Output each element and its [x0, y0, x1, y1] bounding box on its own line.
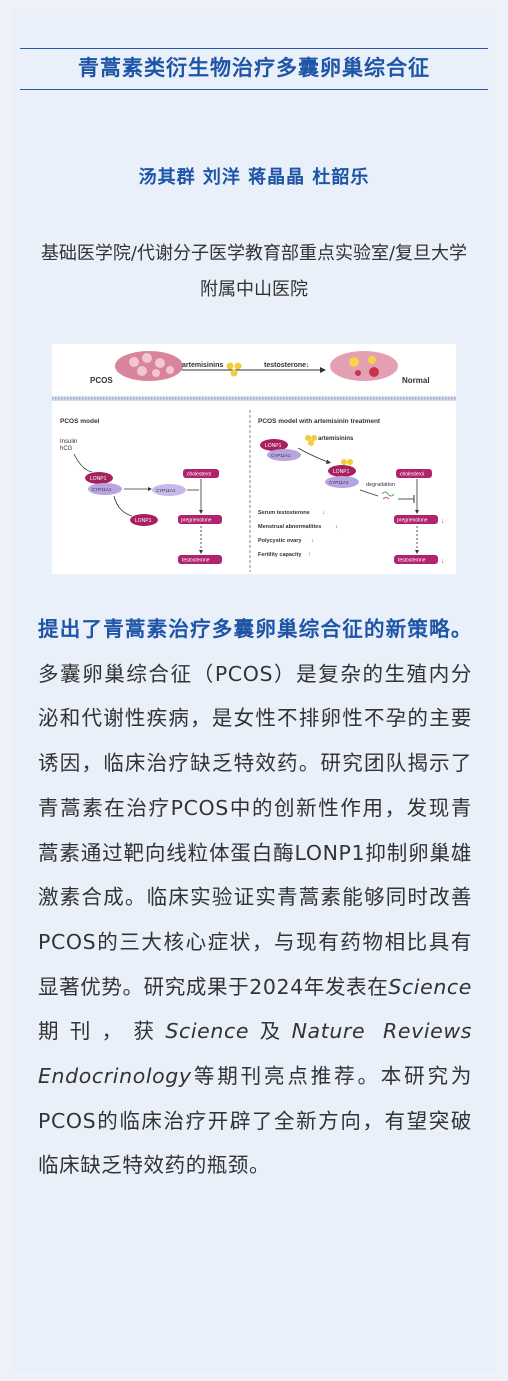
svg-text:↓: ↓ [335, 524, 338, 530]
authors: 汤其群 刘洋 蒋晶晶 杜韶乐 [138, 167, 370, 188]
body-text-3: 及 [249, 1019, 292, 1044]
left-panel-title: PCOS model [60, 418, 100, 425]
cyp11a1-label-3: CYP11A1 [271, 453, 291, 458]
figure-svg: PCOS artemisinins testosterone↓ Normal P… [52, 344, 456, 572]
artemisinin-small-icon [305, 435, 311, 441]
title-rule [20, 48, 488, 90]
journal-nrendo: Nature Reviews Endocrinology [38, 1019, 472, 1089]
down-arrow-marker: ↓ [441, 518, 445, 525]
cholesterol-label-left: cholesterol [187, 472, 211, 478]
hcg-label: hCG [60, 446, 73, 452]
body-text-2: 期刊，获 [38, 1019, 166, 1044]
testosterone-label-left: testosterone [182, 558, 210, 564]
lonp1-protein-icon-2 [130, 514, 158, 526]
lonp1-label-1: LONP1 [90, 476, 107, 482]
right-panel-title: PCOS model with artemisinin treatment [258, 418, 381, 425]
artemisinins-label-right: artemisinins [318, 436, 354, 442]
body-text-1: 多囊卵巢综合征（PCOS）是复杂的生殖内分泌和代谢性疾病，是女性不排卵性不孕的主… [38, 661, 472, 999]
lonp1-label-4: LONP1 [333, 469, 350, 475]
lonp1-protein-icon [85, 472, 113, 484]
pregnenolone-label-right: pregnenolone [397, 518, 428, 524]
svg-text:↓: ↓ [441, 558, 445, 565]
cyp11a1-protein-icon [88, 483, 122, 495]
testosterone-label-right: testosterone [398, 558, 426, 564]
pregnenolone-box-left [178, 515, 222, 524]
journal-science-2: Science [165, 1019, 250, 1044]
svg-text:↑: ↑ [308, 552, 311, 558]
svg-text:↓: ↓ [322, 510, 325, 516]
cyp11a1-label-1: CYP11A1 [92, 487, 112, 492]
cyp11a1-protein-icon-4 [325, 476, 359, 488]
insulin-label: Insulin [60, 439, 77, 445]
cyp11a1-label-4: CYP11A1 [329, 480, 349, 485]
artemisinin-dots-icon [226, 362, 234, 370]
degradation-label: degradation [366, 482, 395, 488]
outcome-serum-testosterone: Serum testosterone [258, 510, 310, 516]
cyp11a1-label-2: CYP11A1 [156, 488, 176, 493]
page-title: 青蒿素类衍生物治疗多囊卵巢综合征 [78, 56, 430, 80]
pregnenolone-box-right [394, 515, 438, 524]
outcome-polycystic: Polycystic ovary [258, 538, 302, 544]
cholesterol-box-left [183, 469, 219, 478]
outcome-fertility: Fertility capacity [258, 552, 302, 558]
testosterone-box-left [178, 555, 222, 564]
testosterone-box-right [394, 555, 438, 564]
cholesterol-label-right: cholesterol [400, 472, 424, 478]
svg-text:↓: ↓ [311, 538, 314, 544]
pregnenolone-label-left: pregnenolone [181, 518, 212, 524]
degraded-fragments-icon [381, 491, 395, 497]
arrow-label-testosterone: testosterone↓ [264, 362, 310, 369]
lonp1-protein-icon-3 [260, 439, 288, 451]
lead-sentence: 提出了青蒿素治疗多囊卵巢综合征的新策略。 [38, 617, 472, 641]
body-text-4: 等期刊亮点推荐。本研究为PCOS的临床治疗开辟了全新方向，有望突破临床缺乏特效药… [38, 1064, 472, 1178]
cyp11a1-protein-icon-3 [267, 449, 301, 461]
research-figure: PCOS artemisinins testosterone↓ Normal P… [52, 344, 456, 574]
arrow-label-artemisinins: artemisinins [182, 362, 223, 369]
lonp1-label-3: LONP1 [265, 443, 282, 449]
normal-label: Normal [402, 376, 430, 385]
cyp11a1-protein-icon-2 [152, 484, 186, 496]
affiliation: 基础医学院/代谢分子医学教育部重点实验室/复旦大学附属中山医院 [40, 243, 468, 300]
pcos-label: PCOS [90, 376, 113, 385]
lonp1-protein-icon-4 [328, 465, 356, 477]
article-card [12, 10, 496, 1371]
outcome-menstrual: Menstrual abnormalities [258, 524, 321, 530]
cholesterol-box-right [396, 469, 432, 478]
article-body: 提出了青蒿素治疗多囊卵巢综合征的新策略。多囊卵巢综合征（PCOS）是复杂的生殖内… [38, 607, 472, 1188]
lonp1-label-2: LONP1 [135, 518, 152, 524]
journal-science-1: Science [388, 974, 472, 999]
normal-ovary-icon [330, 351, 398, 381]
